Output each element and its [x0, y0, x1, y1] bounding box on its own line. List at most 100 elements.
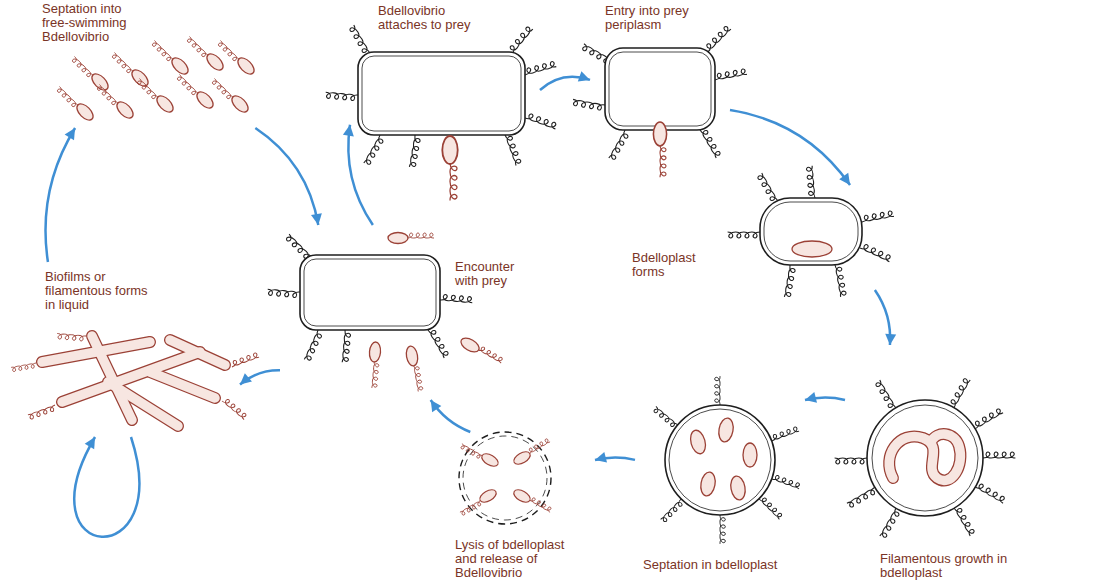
biofilm-filaments [11, 333, 259, 426]
cycle-arrow [875, 290, 896, 345]
cycle-arrow [595, 452, 635, 463]
free-swimming-cells-part [136, 75, 176, 115]
entry-stage-part [609, 130, 630, 161]
septation-stage-part [717, 417, 735, 443]
filamentous-growth-stage-part [954, 505, 975, 536]
bdelloplast-stage-part [861, 210, 894, 222]
stage-caption: Septation in bdelloplast [643, 558, 803, 572]
biofilm-filaments-part-part [92, 336, 132, 420]
arrow-line [730, 110, 850, 185]
arrowhead [578, 71, 590, 81]
attachment-stage-part [525, 112, 557, 129]
free-swimming-cells-part [71, 53, 111, 93]
biofilm-filaments-part [222, 397, 247, 420]
arrow-line [46, 128, 76, 262]
stage-caption: Entry into prey periplasm [605, 4, 710, 32]
filamentous-growth-stage-part [835, 458, 867, 464]
biofilm-filaments-part [230, 352, 259, 367]
stage-node: Septation into free-swimming Bdellovibri… [40, 2, 262, 128]
septation-stage-part [715, 376, 720, 405]
encounter-stage-part [304, 259, 436, 326]
arrow-line [255, 128, 318, 225]
biofilm-filaments-part-part [108, 382, 178, 426]
entry-stage-part [700, 127, 721, 158]
attachment-stage [325, 25, 557, 200]
attachment-stage-part [362, 56, 521, 131]
bdelloplast-stage [728, 166, 894, 298]
free-swimming-cells [56, 33, 257, 123]
stage-node: Lysis of bdelloplast and release of Bdel… [450, 432, 595, 584]
septation-stage-part [720, 515, 725, 544]
entry-stage-part [653, 122, 666, 177]
cycle-arrow [46, 128, 76, 262]
filamentous-growth-stage-part [949, 377, 970, 408]
cycle-arrow [431, 400, 471, 432]
filamentous-growth-stage-part [889, 434, 960, 480]
attachment-stage-part [505, 133, 522, 165]
lysis-stage-part [457, 487, 498, 516]
arrowhead [311, 213, 322, 225]
entry-stage [572, 25, 747, 177]
lysis-stage-part [512, 487, 553, 516]
free-swimming-cells-part [211, 75, 251, 115]
stage-node: Bdellovibrio attaches to prey [350, 2, 540, 210]
arrow-line [240, 370, 280, 384]
entry-stage-part [609, 52, 711, 126]
bdelloplast-stage-part [760, 198, 862, 265]
entry-stage-part [605, 48, 715, 130]
septation-stage-part [665, 405, 775, 515]
encounter-stage-part [342, 330, 351, 363]
arrowhead [65, 128, 75, 140]
entry-stage-part [572, 99, 605, 111]
septation-stage-part [688, 429, 708, 456]
bdelloplast-stage-part [806, 166, 815, 199]
free-swimming-cells-part [151, 37, 191, 77]
attachment-stage-part [409, 135, 421, 168]
stage-node: Biofilms or filamentous forms in liquid [20, 262, 240, 437]
filamentous-growth-stage-part [983, 452, 1015, 458]
biofilm-filaments-part [11, 363, 37, 372]
cycle-arrow [255, 128, 322, 225]
free-swimming-cells-part [186, 33, 226, 73]
stage-node: Entry into prey periplasm [590, 2, 730, 182]
entry-stage-part [714, 68, 747, 80]
stage-caption: Septation into free-swimming Bdellovibri… [42, 2, 147, 44]
arrowhead [431, 400, 442, 412]
attachment-stage-part [523, 61, 556, 75]
encounter-stage-part [388, 233, 434, 244]
stage-node: Filamentous growth in bdelloplast [845, 345, 1060, 586]
arrowhead [805, 392, 817, 403]
bdelloplast-stage-part [757, 173, 778, 204]
septation-stage-part [770, 426, 799, 441]
bdelloplast-stage-part [860, 243, 892, 262]
cycle-arrow [540, 71, 590, 90]
encounter-stage-part [267, 289, 300, 298]
attachment-stage-part [507, 25, 532, 54]
arrowhead [85, 437, 95, 449]
arrowhead [595, 452, 607, 463]
stage-node: Bdelloplast forms [620, 185, 890, 290]
arrowhead [885, 334, 896, 345]
biofilm-filaments-part-part [108, 382, 178, 426]
encounter-stage-part [300, 255, 440, 330]
filamentous-growth-stage-part [889, 434, 960, 480]
septation-stage-part [759, 495, 783, 519]
stage-node: Encounter with prey [280, 225, 527, 400]
biofilm-filaments-part-part [170, 340, 225, 365]
bdelloplast-stage-part [728, 232, 760, 238]
lysis-stage-part [512, 438, 553, 467]
bdelloplast-stage-part [764, 202, 858, 261]
arrowhead [839, 173, 850, 185]
cycle-arrow [730, 110, 850, 185]
biofilm-filaments-part [28, 405, 57, 420]
attachment-stage-part [364, 135, 385, 166]
attachment-stage-part [349, 25, 370, 56]
stage-node: Septation in bdelloplast [635, 375, 805, 582]
free-swimming-cells-part [217, 37, 257, 77]
lysis-stage-part [459, 440, 500, 469]
cycle-arrow [805, 392, 845, 403]
biofilm-filaments-part [42, 336, 225, 426]
encounter-stage-part [440, 294, 473, 303]
free-swimming-cells-part [96, 81, 136, 121]
